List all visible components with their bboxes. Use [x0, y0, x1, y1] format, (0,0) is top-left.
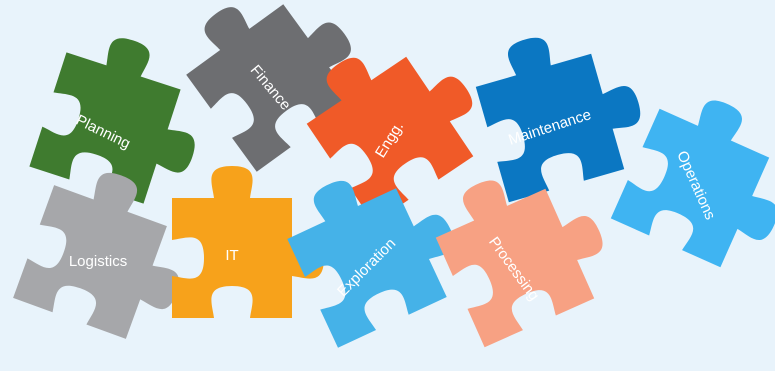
- piece-shape: [466, 14, 655, 203]
- puzzle-piece-maintenance: Maintenance: [466, 14, 655, 203]
- puzzle-piece-exploration: Exploration: [273, 145, 476, 348]
- puzzle-piece-logistics: Logistics: [13, 155, 208, 350]
- puzzle-piece-finance: Finance: [167, 0, 380, 172]
- piece-label-logistics: Logistics: [69, 253, 127, 270]
- puzzle-piece-operations: Operations: [610, 79, 775, 281]
- puzzle-piece-it: IT: [172, 166, 324, 318]
- puzzle-piece-processing: Processing: [422, 146, 624, 348]
- puzzle-piece-engg: Engg.: [288, 12, 500, 224]
- puzzle-piece-planning: Planning: [29, 21, 221, 214]
- piece-label-it: IT: [225, 247, 238, 264]
